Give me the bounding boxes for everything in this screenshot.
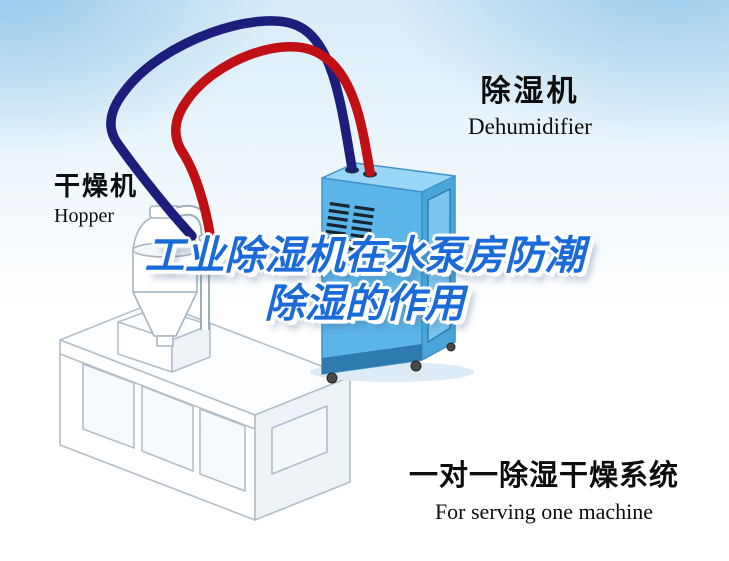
system-label-en: For serving one machine [434, 499, 654, 524]
page-title: 工业除湿机在水泵房防潮 除湿的作用 [0, 232, 729, 328]
hopper-cone [132, 291, 198, 337]
dehumidifier-label: 除湿机 Dehumidifier [420, 66, 640, 140]
dehumidifier-illustration [310, 162, 474, 384]
hopper-label-en: Hopper [54, 205, 114, 227]
machine-door-panel [82, 363, 135, 449]
vent-grille [323, 202, 375, 254]
title-line-1: 工业除湿机在水泵房防潮 [144, 233, 585, 279]
molding-machine-illustration [59, 301, 351, 521]
caster-wheel [410, 360, 422, 372]
title-line-2: 除湿的作用 [264, 281, 465, 327]
machine-door-panel [199, 408, 246, 492]
system-label-cn: 一对一除湿干燥系统 [408, 458, 679, 492]
system-label: 一对一除湿干燥系统 For serving one machine [392, 452, 696, 525]
hopper-label-cn: 干燥机 [54, 172, 139, 202]
hopper-rim [132, 242, 198, 258]
caster-wheel [446, 342, 456, 352]
door-handle [444, 254, 448, 268]
red-hose [171, 41, 375, 239]
dehumidifier-base-band [322, 344, 422, 374]
dehumidifier-door [427, 188, 451, 343]
machine-side-panel [271, 405, 328, 475]
hopper-mount-side [171, 324, 211, 373]
hopper-throat [156, 335, 174, 347]
dehumidifier-label-cn: 除湿机 [480, 74, 580, 109]
hopper-label: 干燥机 Hopper [54, 166, 138, 228]
machine-door-panel [141, 385, 194, 472]
caster-wheel [326, 372, 338, 384]
dehumidifier-label-en: Dehumidifier [468, 114, 592, 139]
